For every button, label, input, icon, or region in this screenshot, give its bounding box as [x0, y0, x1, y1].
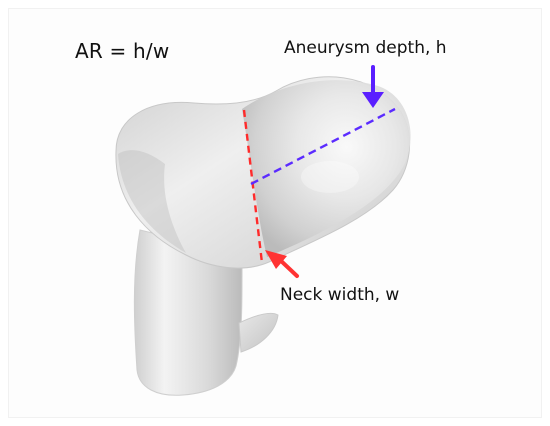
neck-width-label: Neck width, w [280, 285, 400, 305]
neck-arrow [265, 250, 299, 278]
aspect-ratio-formula: AR = h/w [75, 39, 170, 63]
branch-stub [238, 312, 279, 353]
depth-arrow [362, 65, 384, 108]
dome-shading [242, 80, 411, 257]
depth-line [250, 107, 396, 186]
aneurysm-depth-label: Aneurysm depth, h [284, 38, 447, 58]
surface-highlight [301, 161, 359, 193]
left-shadow [118, 150, 186, 253]
neck-width-line [242, 109, 264, 264]
